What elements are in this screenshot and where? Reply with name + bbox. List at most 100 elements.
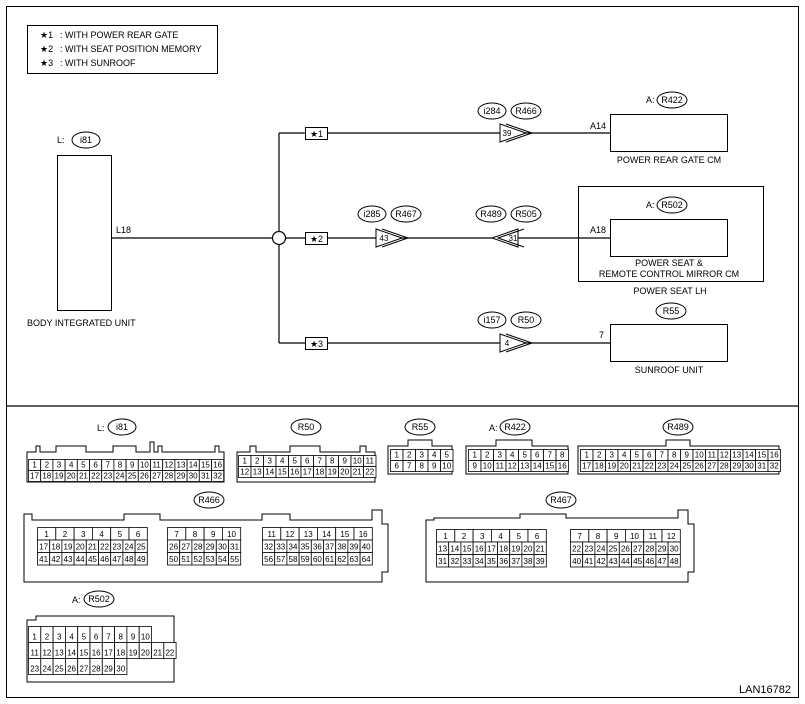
pin-number: 4 xyxy=(510,451,515,460)
pin-number: 3 xyxy=(610,451,615,460)
seat-conn-c: R489 xyxy=(480,209,502,219)
pin-number: 17 xyxy=(303,468,312,477)
pin-number: 2 xyxy=(597,451,602,460)
branch-tags: ★1 ★2 ★3 xyxy=(305,127,328,350)
pin-number: 44 xyxy=(621,557,630,566)
sunroof-conn-b: R50 xyxy=(518,315,535,325)
pin-number: 5 xyxy=(81,461,86,470)
sunroof-pin: 4 xyxy=(505,339,510,348)
pin-number: 6 xyxy=(395,462,400,471)
pin-number: 16 xyxy=(475,545,484,554)
pin-number: 36 xyxy=(313,543,322,552)
pin-number: 5 xyxy=(118,530,123,539)
pin-cell xyxy=(228,552,242,566)
pin-number: 31 xyxy=(201,472,210,481)
pin-number: 14 xyxy=(745,451,754,460)
pin-number: 30 xyxy=(116,665,125,674)
pin-number: 22 xyxy=(645,462,654,471)
pin-cell xyxy=(767,460,781,472)
pin-number: 11 xyxy=(496,462,505,471)
pin-number: 28 xyxy=(645,545,654,554)
conn-R502-prefix: A: xyxy=(72,595,81,605)
pin-number: 23 xyxy=(112,543,121,552)
rear-gate-conn-a: i284 xyxy=(483,106,500,116)
pin-number: 39 xyxy=(350,543,359,552)
pin-number: 21 xyxy=(88,543,97,552)
pin-number: 13 xyxy=(55,649,64,658)
pin-number: 2 xyxy=(45,633,50,642)
pin-number: 31 xyxy=(757,462,766,471)
pin-number: 8 xyxy=(420,462,425,471)
pin-number: 13 xyxy=(304,530,313,539)
pin-number: 31 xyxy=(230,543,239,552)
pin-number: 3 xyxy=(480,532,485,541)
pin-number: 55 xyxy=(230,555,239,564)
rear-gate-unit-pin: A14 xyxy=(590,121,606,131)
pin-number: 5 xyxy=(635,451,640,460)
pin-number: 11 xyxy=(267,530,276,539)
pin-cell xyxy=(163,642,177,659)
legend-mark-3: ★3 xyxy=(40,58,53,68)
pin-number: 5 xyxy=(523,451,528,460)
pin-number: 32 xyxy=(450,557,459,566)
pin-number: 11 xyxy=(708,451,717,460)
pin-number: 4 xyxy=(69,633,74,642)
pin-number: 58 xyxy=(289,555,298,564)
pin-number: 5 xyxy=(445,451,450,460)
conn-R467-code: R467 xyxy=(550,495,572,505)
pin-number: 13 xyxy=(520,462,529,471)
pin-number: 28 xyxy=(164,472,173,481)
pin-number: 6 xyxy=(535,451,540,460)
pin-number: 21 xyxy=(153,649,162,658)
pin-number: 3 xyxy=(57,461,62,470)
pin-number: 32 xyxy=(213,472,222,481)
pin-number: 48 xyxy=(670,557,679,566)
pin-number: 22 xyxy=(165,649,174,658)
conn-R489-code: R489 xyxy=(667,422,689,432)
rear-gate-conn-b: R466 xyxy=(515,106,537,116)
pin-number: 12 xyxy=(285,530,294,539)
pin-number: 20 xyxy=(67,472,76,481)
pin-number: 4 xyxy=(99,530,104,539)
seat-unit-pin: A18 xyxy=(590,225,606,235)
pin-number: 61 xyxy=(325,555,334,564)
pin-number: 16 xyxy=(558,462,567,471)
pin-number: 14 xyxy=(67,649,76,658)
pin-number: 21 xyxy=(536,545,545,554)
pin-number: 21 xyxy=(353,468,362,477)
pin-number: 21 xyxy=(79,472,88,481)
pin-number: 45 xyxy=(633,557,642,566)
pin-cell xyxy=(667,554,681,568)
pin-number: 3 xyxy=(420,451,425,460)
pin-number: 8 xyxy=(119,633,124,642)
pin-number: 62 xyxy=(337,555,346,564)
power-seat-branch: i285 R467 43 R489 R505 31 A18 A: R502 PO… xyxy=(357,186,764,296)
pin-number: 54 xyxy=(218,555,227,564)
pin-number: 17 xyxy=(582,462,591,471)
pin-number: 2 xyxy=(407,451,412,460)
pin-number: 20 xyxy=(620,462,629,471)
pin-cell xyxy=(555,460,569,472)
pin-cell xyxy=(359,552,373,566)
pin-number: 64 xyxy=(362,555,371,564)
pin-number: 40 xyxy=(362,543,371,552)
pin-number: 11 xyxy=(366,457,375,466)
pin-number: 11 xyxy=(152,461,161,470)
pin-number: 24 xyxy=(125,543,134,552)
pin-number: 1 xyxy=(443,532,448,541)
pin-number: 12 xyxy=(667,532,676,541)
sunroof-unit-code: R55 xyxy=(663,306,680,316)
pin-number: 4 xyxy=(622,451,627,460)
pin-number: 46 xyxy=(100,555,109,564)
conn-i81-prefix: L: xyxy=(97,423,105,433)
pin-number: 1 xyxy=(32,461,37,470)
pin-number: 18 xyxy=(42,472,51,481)
pin-number: 32 xyxy=(770,462,779,471)
pin-number: 48 xyxy=(125,555,134,564)
pin-number: 19 xyxy=(55,472,64,481)
